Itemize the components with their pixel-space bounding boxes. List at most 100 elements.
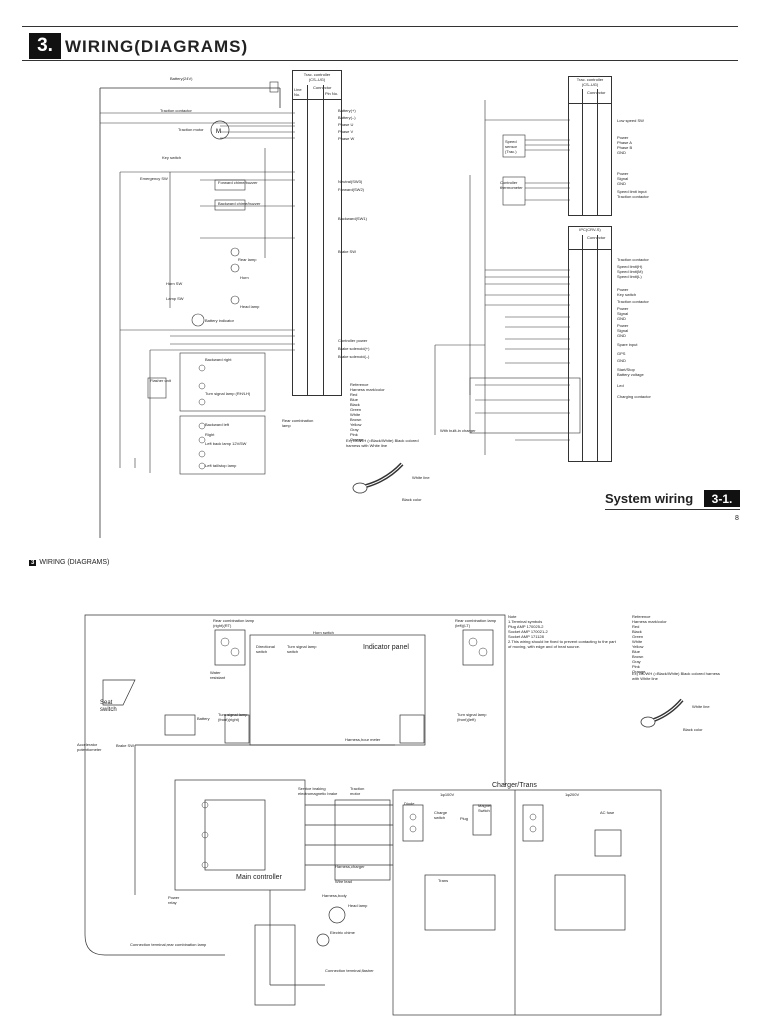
forward-chime-label: Forward chime/buzzer xyxy=(218,180,258,185)
backward-chime-label: Backward chime/buzzer xyxy=(218,201,261,206)
harness-body-label: Harness,body xyxy=(322,893,347,898)
controller-thermometer-label: Controller thermometer xyxy=(500,180,523,190)
top-right-wiring-diagram xyxy=(434,100,581,455)
rear-lamp-lt-label: Rear combination lamp (left)(LT) xyxy=(455,618,497,628)
seat-switch-label: Seat switch xyxy=(100,700,117,713)
head-lamp-bottom-label: Head lamp xyxy=(348,903,368,908)
wire-white-line-label: White line xyxy=(412,475,430,480)
traction-motor-label: Traction motor xyxy=(178,127,204,132)
horn-label: Horn xyxy=(240,275,249,280)
harness-hour-meter-label: Harness,hour meter xyxy=(345,737,381,742)
bottom-wire-white-line-label: White line xyxy=(692,704,710,709)
right-controller-subtitle: (CS–UG) xyxy=(581,82,599,87)
water-resistant-label: Water resistant xyxy=(210,670,226,680)
traction-motor-bottom-label: Traction motor xyxy=(350,786,365,796)
left-trac-controller-box: Trac. controller (CS–UG) Connector Line … xyxy=(292,70,342,396)
left-tail-lamp-label: Left tail/stop lamp xyxy=(205,463,237,468)
turn-signal-front-left-label: Turn signal lamp (front)(left) xyxy=(457,712,487,722)
wire-lead-label: Wire lead xyxy=(335,879,352,884)
plug-label: Plug xyxy=(460,816,469,821)
harness-charger-label: Harness,charger xyxy=(335,864,365,869)
left-controller-pin-hdr: Pin No. xyxy=(325,91,339,96)
power-relay-label: Power relay xyxy=(168,895,180,905)
electric-chime-label: Electric chime xyxy=(330,930,355,935)
section-number-badge: 3. xyxy=(29,33,61,59)
bottom-reference-note: Ex) BK/WH (=Black/White) Black colored h… xyxy=(632,671,720,681)
section-title: WIRING(DIAGRAMS) xyxy=(65,37,249,56)
top-rule xyxy=(22,26,738,27)
left-controller-line-hdr: Line No. xyxy=(294,87,302,97)
battery-label-bottom: Battery xyxy=(197,716,210,721)
rear-lamp-rt-label: Rear combination lamp (right)(RT) xyxy=(213,618,255,628)
main-controller-title: Main controller xyxy=(236,874,282,881)
brake-sw-label: Brake SW xyxy=(116,743,135,748)
bottom-header: 3 WIRING (DIAGRAMS) xyxy=(29,559,109,566)
ipc-box: IPC(CRV-S) Connector xyxy=(568,226,612,462)
wire-sample-icon xyxy=(352,462,404,494)
bottom-header-label: WIRING (DIAGRAMS) xyxy=(39,559,110,566)
rear-combination-label: Rear combination lamp xyxy=(282,418,314,428)
backward-left-label: Backward left xyxy=(205,422,230,427)
footer-rule xyxy=(605,509,740,510)
right-controller-title: Trac. controller xyxy=(576,77,604,82)
key-switch-label: Key switch xyxy=(162,155,182,160)
section-underline xyxy=(22,60,738,61)
right-controller-signal-list: Low speed SW Power Phase A Phase B GND P… xyxy=(617,118,649,199)
bottom-wire-sample-icon xyxy=(640,698,684,728)
backward-right-label: Backward right xyxy=(205,357,232,362)
charge-switch-label: Charge switch xyxy=(434,810,448,820)
left-controller-signal-list: Battery(+) Battery(–) Phase U Phase V Ph… xyxy=(338,108,370,359)
left-controller-title: Trac. controller xyxy=(303,72,331,77)
right-label: Right xyxy=(205,432,215,437)
with-builtin-charger-label: With built-in charger xyxy=(440,428,476,433)
left-controller-connector-hdr: Connector xyxy=(313,85,332,90)
charger-trans-title: Charger/Trans xyxy=(492,782,537,789)
left-back-lamp-label: Left back lamp 12V/5W xyxy=(205,441,247,446)
bottom-header-badge: 3 xyxy=(29,559,37,566)
ipc-connector-hdr: Connector xyxy=(587,235,606,240)
speed-sensor-label: Speed sensor (Trac.) xyxy=(505,139,518,154)
rear-lamp-label: Rear lamp xyxy=(238,257,257,262)
diode-label: Diode xyxy=(404,801,415,806)
turn-signal-front-right-label: Turn signal lamp (front)(right) xyxy=(218,712,248,722)
magnet-switch-label: Magnet Switch xyxy=(478,803,492,813)
bottom-wiring-diagram xyxy=(84,614,662,1016)
top-left-wiring-diagram: M xyxy=(99,81,295,538)
ipc-signal-list: Traction contactor Speed limit(H) Speed … xyxy=(617,257,651,399)
turn-signal-label: Turn signal lamp (RH/LH) xyxy=(205,391,251,396)
ac-fuse-label: AC fuse xyxy=(600,810,615,815)
horn-sw-label: Horn SW xyxy=(166,281,183,286)
lamp-sw-label: Lamp SW xyxy=(166,296,184,301)
system-wiring-title: System wiring xyxy=(605,491,694,506)
bottom-wire-black-color-label: Black color xyxy=(683,727,703,732)
page-number: 8 xyxy=(735,515,739,522)
bottom-reference-block: Reference Harness mark/color Red Black G… xyxy=(632,614,667,674)
directional-switch-label: Directional switch xyxy=(256,644,275,654)
emergency-sw-label: Emergency SW xyxy=(140,176,168,181)
bottom-notes: Note 1.Terminal symbols Plug AMP 170025-… xyxy=(508,614,616,649)
turn-signal-switch-label: Turn signal lamp switch xyxy=(287,644,317,654)
top-reference-block: Reference Harness mark/color Red Blue Bl… xyxy=(350,382,385,442)
accelerator-pot-label: Accelerator potentiometer xyxy=(77,742,102,752)
right-trac-controller-box: Trac. controller (CS–UG) Connector xyxy=(568,76,612,216)
top-reference-note: Ex) BK/WH (=Black/White) Black colored h… xyxy=(346,438,419,448)
service-brake-label: Service braking electromagnetic brake xyxy=(298,786,338,796)
ipc-title: IPC(CRV-S) xyxy=(579,227,601,232)
charger-100v-label: 1φ100V xyxy=(440,792,455,797)
system-wiring-badge: 3-1. xyxy=(704,490,740,507)
trans-label: Trans xyxy=(438,878,449,883)
conn-terminal-flasher-label: Connection terminal,flasher xyxy=(325,968,374,973)
head-lamp-label: Head lamp xyxy=(240,304,260,309)
battery-label: Battery(24V) xyxy=(170,76,193,81)
right-controller-connector-hdr: Connector xyxy=(587,90,606,95)
horn-switch-label: Horn switch xyxy=(313,630,334,635)
flasher-unit-label: Flasher unit xyxy=(150,378,171,383)
svg-text:M: M xyxy=(216,129,221,135)
indicator-panel-title: Indicator panel xyxy=(363,644,409,651)
conn-terminal-rear-label: Connection terminal,rear combination lam… xyxy=(130,942,207,947)
traction-contactor-label: Traction contactor xyxy=(160,108,192,113)
battery-indicator-label: Battery indicator xyxy=(205,318,234,323)
wire-black-color-label: Black color xyxy=(402,497,422,502)
charger-200v-label: 1φ200V xyxy=(565,792,580,797)
left-controller-subtitle: (CS–UG) xyxy=(308,77,326,82)
